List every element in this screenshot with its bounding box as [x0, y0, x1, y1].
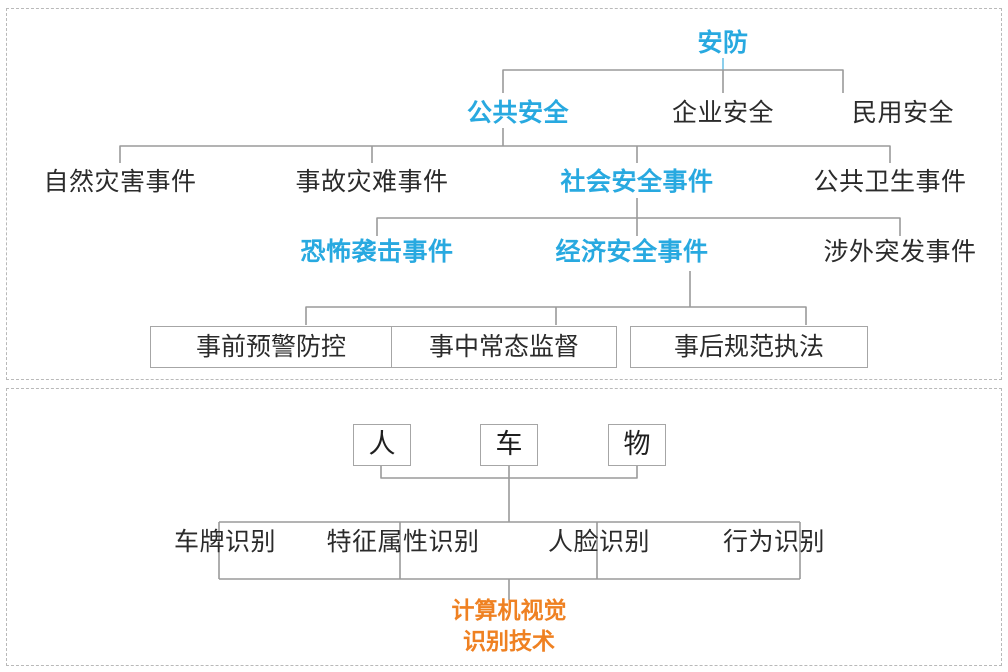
box-object-thing[interactable]: 物: [608, 424, 666, 466]
node-foreign-related-emergency-event[interactable]: 涉外突发事件: [823, 237, 977, 267]
node-behavior-recognition[interactable]: 行为识别: [722, 527, 825, 557]
box-during-event-supervision[interactable]: 事中常态监督: [391, 326, 617, 368]
footer-computer-vision-tech: 计算机视觉 识别技术: [409, 596, 609, 658]
node-attribute-recognition[interactable]: 特征属性识别: [326, 527, 480, 557]
security-taxonomy-panel: [6, 8, 1002, 380]
node-public-health-event[interactable]: 公共卫生事件: [813, 167, 967, 197]
node-terror-attack-event[interactable]: 恐怖袭击事件: [300, 237, 454, 267]
footer-line-1: 计算机视觉: [451, 597, 567, 624]
box-post-event-enforcement[interactable]: 事后规范执法: [630, 326, 868, 368]
node-root-security[interactable]: 安防: [697, 28, 749, 58]
box-pre-event-warning[interactable]: 事前预警防控: [150, 326, 392, 368]
node-economic-security-event[interactable]: 经济安全事件: [555, 237, 709, 267]
node-face-recognition[interactable]: 人脸识别: [547, 527, 650, 557]
node-accident-disaster-event[interactable]: 事故灾难事件: [295, 167, 449, 197]
footer-line-2: 识别技术: [463, 629, 555, 655]
node-public-security[interactable]: 公共安全: [466, 98, 569, 128]
node-enterprise-security[interactable]: 企业安全: [671, 98, 774, 128]
node-natural-disaster-event[interactable]: 自然灾害事件: [43, 167, 197, 197]
box-object-vehicle[interactable]: 车: [480, 424, 538, 466]
node-license-plate-recognition[interactable]: 车牌识别: [173, 527, 276, 557]
node-civil-security[interactable]: 民用安全: [851, 98, 954, 128]
box-object-person[interactable]: 人: [353, 424, 411, 466]
node-social-security-event[interactable]: 社会安全事件: [560, 167, 714, 197]
computer-vision-panel: [6, 388, 1002, 666]
